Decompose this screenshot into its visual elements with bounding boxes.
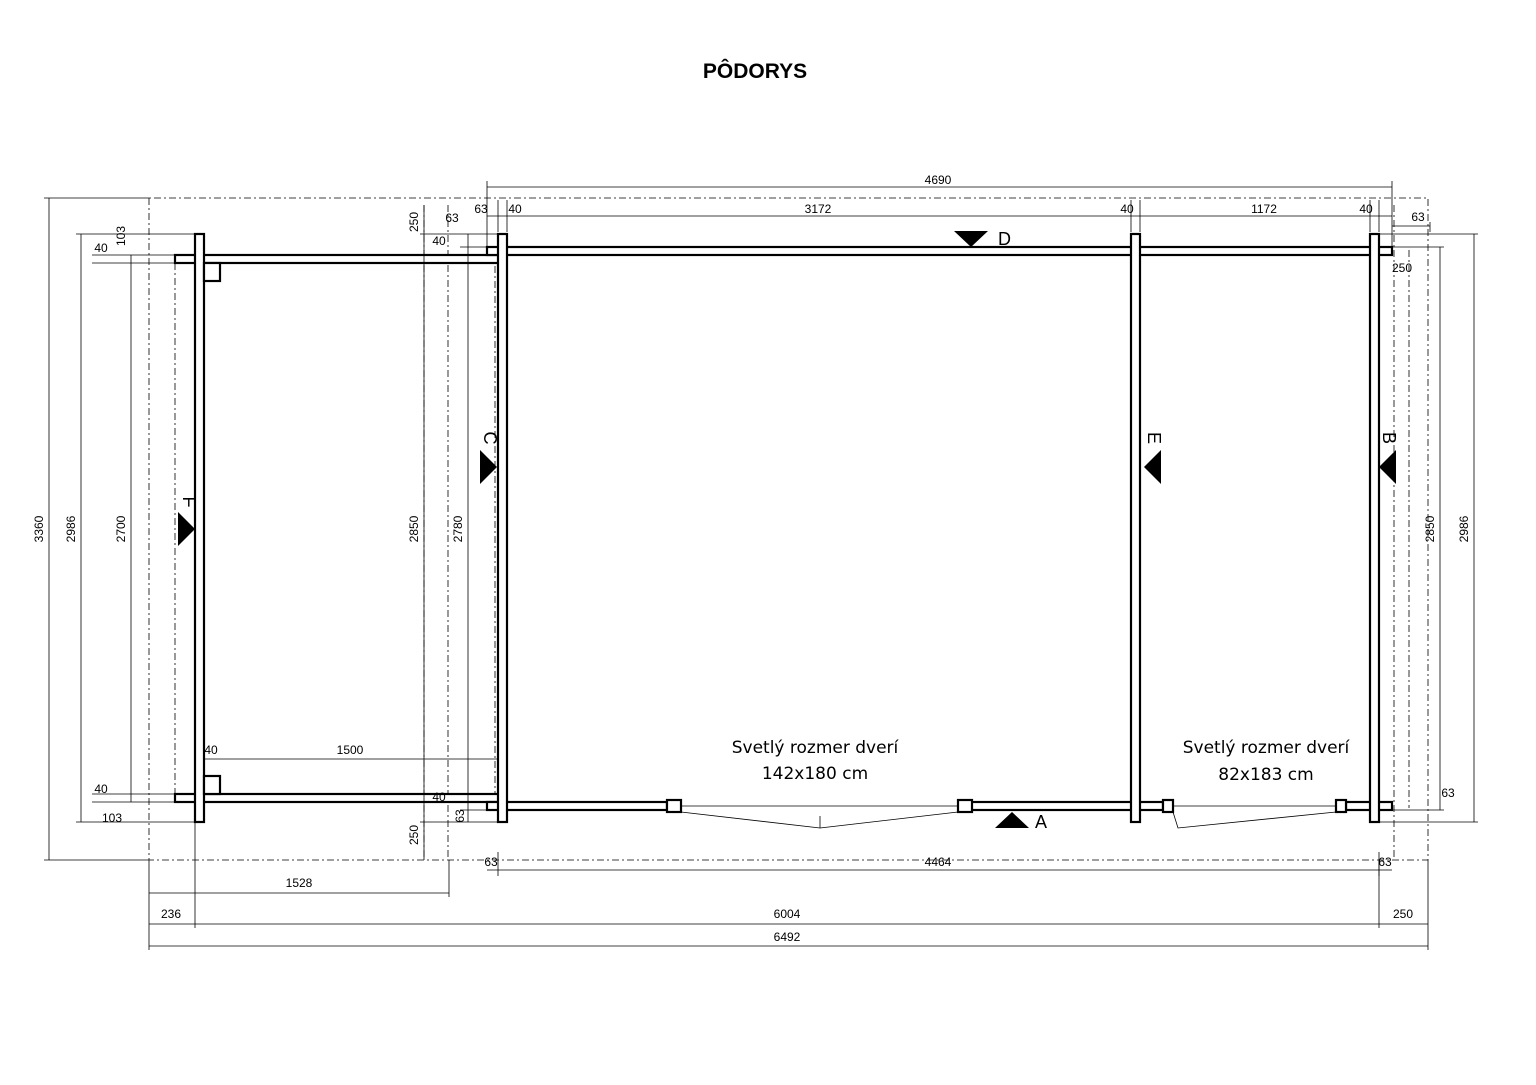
pergola-beam-bottom xyxy=(173,792,502,804)
svg-text:A: A xyxy=(1035,812,1047,832)
svg-text:40: 40 xyxy=(432,790,446,804)
post-bracket-top xyxy=(202,261,222,283)
svg-text:1500: 1500 xyxy=(337,743,364,757)
pergola-beam-top xyxy=(173,253,502,265)
svg-text:63: 63 xyxy=(474,202,488,216)
svg-text:40: 40 xyxy=(94,782,108,796)
svg-text:D: D xyxy=(998,229,1011,249)
svg-text:63: 63 xyxy=(484,855,498,869)
svg-text:B: B xyxy=(1379,432,1399,444)
wall-e xyxy=(1129,232,1142,824)
svg-text:4464: 4464 xyxy=(925,855,952,869)
door-2-note-line-2: 82x183 cm xyxy=(1218,765,1313,785)
section-marker-f: F xyxy=(178,497,199,546)
svg-text:63: 63 xyxy=(453,809,467,823)
svg-text:2986: 2986 xyxy=(64,515,78,542)
svg-text:236: 236 xyxy=(161,907,181,921)
svg-text:63: 63 xyxy=(1411,210,1425,224)
walls xyxy=(173,232,1394,824)
svg-text:C: C xyxy=(480,432,500,445)
svg-text:3360: 3360 xyxy=(32,515,46,542)
svg-text:63: 63 xyxy=(1378,855,1392,869)
wall-top xyxy=(485,245,1394,257)
door-1 xyxy=(665,798,974,829)
svg-text:2780: 2780 xyxy=(451,515,465,542)
section-marker-b: B xyxy=(1379,432,1399,484)
svg-text:250: 250 xyxy=(407,212,421,232)
svg-text:63: 63 xyxy=(1441,786,1455,800)
svg-text:40: 40 xyxy=(1359,202,1373,216)
svg-text:250: 250 xyxy=(407,825,421,845)
section-marker-d: D xyxy=(954,229,1011,249)
svg-text:40: 40 xyxy=(1120,202,1134,216)
svg-text:6492: 6492 xyxy=(774,930,801,944)
plan-title: PÔDORYS xyxy=(703,59,807,83)
post-bracket-bottom xyxy=(202,774,222,796)
svg-text:4690: 4690 xyxy=(925,173,952,187)
section-marker-e: E xyxy=(1144,432,1164,484)
door-2 xyxy=(1161,798,1348,829)
dimension-lines xyxy=(44,181,1478,950)
svg-text:6004: 6004 xyxy=(774,907,801,921)
svg-text:1172: 1172 xyxy=(1251,202,1277,216)
svg-text:2850: 2850 xyxy=(407,515,421,542)
wall-b xyxy=(1368,232,1381,824)
door-1-note-line-2: 142x180 cm xyxy=(762,764,868,784)
svg-text:2700: 2700 xyxy=(114,515,128,542)
svg-text:3172: 3172 xyxy=(805,202,832,216)
svg-text:250: 250 xyxy=(1392,261,1412,275)
svg-text:103: 103 xyxy=(102,811,122,825)
dimension-labels: 4690 63 40 3172 40 1172 40 63 63 40 40 4… xyxy=(32,173,1471,944)
svg-text:40: 40 xyxy=(94,241,108,255)
section-marker-c: C xyxy=(480,432,500,484)
svg-text:E: E xyxy=(1144,432,1164,444)
svg-text:250: 250 xyxy=(1393,907,1413,921)
svg-text:40: 40 xyxy=(204,743,218,757)
svg-text:63: 63 xyxy=(445,211,459,225)
door-2-note-line-1: Svetlý rozmer dverí xyxy=(1183,738,1351,758)
svg-text:40: 40 xyxy=(508,202,522,216)
svg-text:F: F xyxy=(179,497,199,508)
door-1-note-line-1: Svetlý rozmer dverí xyxy=(732,738,900,758)
svg-text:1528: 1528 xyxy=(286,876,313,890)
svg-text:103: 103 xyxy=(114,226,128,246)
svg-text:2986: 2986 xyxy=(1457,515,1471,542)
roof-outline xyxy=(148,197,1429,861)
pergola-post-left xyxy=(193,232,206,824)
svg-text:40: 40 xyxy=(432,234,446,248)
wall-c xyxy=(496,232,509,824)
wall-bottom-1 xyxy=(485,800,669,812)
svg-text:2850: 2850 xyxy=(1423,515,1437,542)
section-marker-a: A xyxy=(995,812,1047,832)
